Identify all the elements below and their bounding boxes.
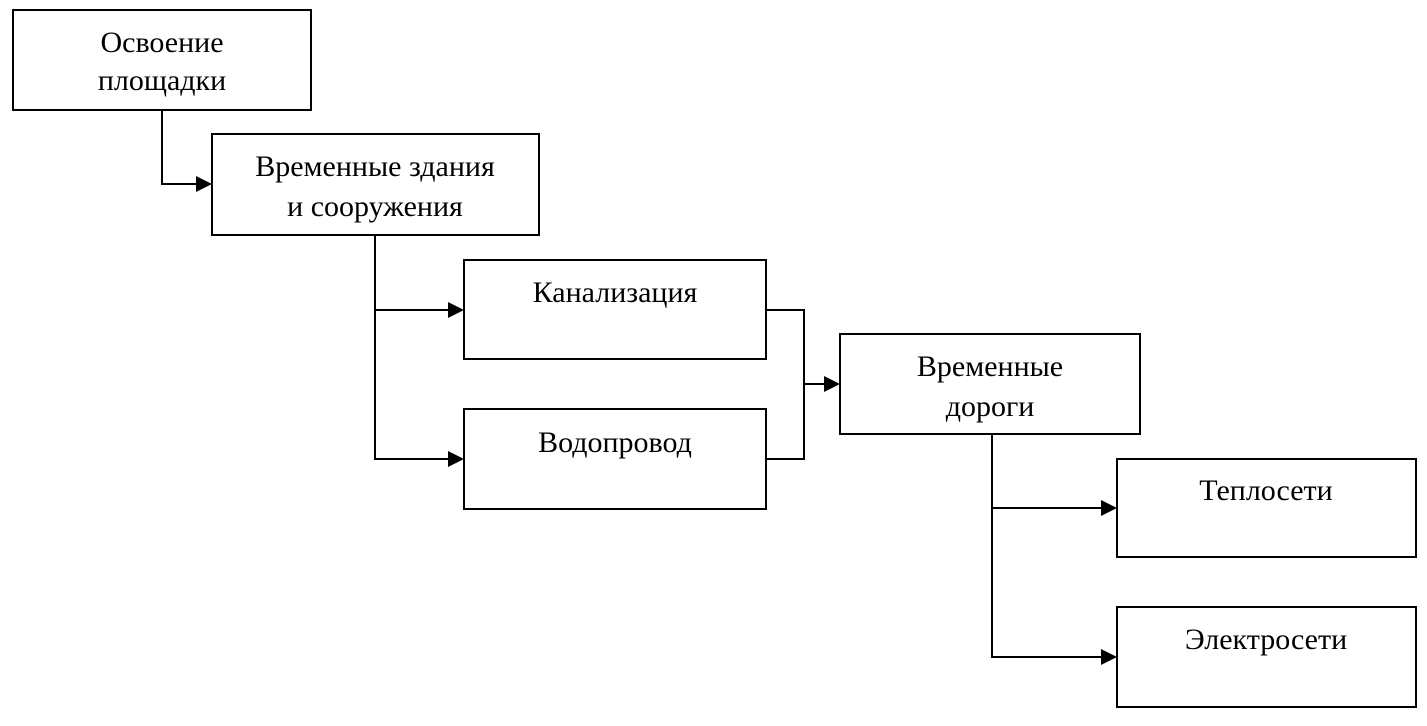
node-water-supply: Водопровод	[463, 408, 767, 510]
node-label-line-1: Временные	[917, 350, 1063, 383]
connector-water-to-roads	[766, 384, 805, 460]
node-box	[1116, 458, 1417, 558]
node-temporary-roads: Временные дороги	[839, 333, 1141, 435]
arrowhead-buildings-to-sewerage	[448, 302, 464, 318]
connector-site-to-buildings	[161, 110, 198, 185]
node-label-line-1: Электросети	[1185, 623, 1347, 656]
node-label-line-1: Временные здания	[255, 150, 495, 183]
node-sewerage: Канализация	[463, 259, 767, 360]
node-label-line-1: Канализация	[533, 276, 698, 309]
arrowhead-merge-to-roads	[824, 376, 840, 392]
connector-roads-to-power	[991, 508, 1103, 658]
connectors	[161, 110, 1117, 665]
node-box	[463, 259, 767, 360]
node-label-line-2: площадки	[98, 64, 226, 97]
arrowhead-roads-to-power	[1101, 649, 1117, 665]
node-temporary-buildings: Временные здания и сооружения	[211, 133, 540, 236]
arrowhead-buildings-to-water	[448, 451, 464, 467]
node-power-networks: Электросети	[1116, 606, 1417, 708]
node-site-development: Освоение площадки	[12, 9, 312, 111]
connector-roads-to-heating	[991, 434, 1103, 509]
connector-buildings-to-water	[374, 310, 450, 460]
node-label-line-2: дороги	[946, 390, 1035, 423]
node-label-line-2: и сооружения	[287, 190, 463, 223]
node-box	[463, 408, 767, 510]
connector-buildings-to-sewerage	[374, 235, 450, 311]
connector-sewerage-to-roads	[766, 309, 805, 384]
node-label-line-1: Теплосети	[1199, 474, 1332, 507]
node-box	[211, 133, 540, 236]
arrowhead-roads-to-heating	[1101, 500, 1117, 516]
node-heating-networks: Теплосети	[1116, 458, 1417, 558]
node-box	[1116, 606, 1417, 708]
node-box	[12, 9, 312, 111]
node-label-line-1: Освоение	[100, 26, 223, 59]
arrowhead-site-to-buildings	[196, 176, 212, 192]
node-box	[839, 333, 1141, 435]
node-label-line-1: Водопровод	[538, 426, 692, 459]
